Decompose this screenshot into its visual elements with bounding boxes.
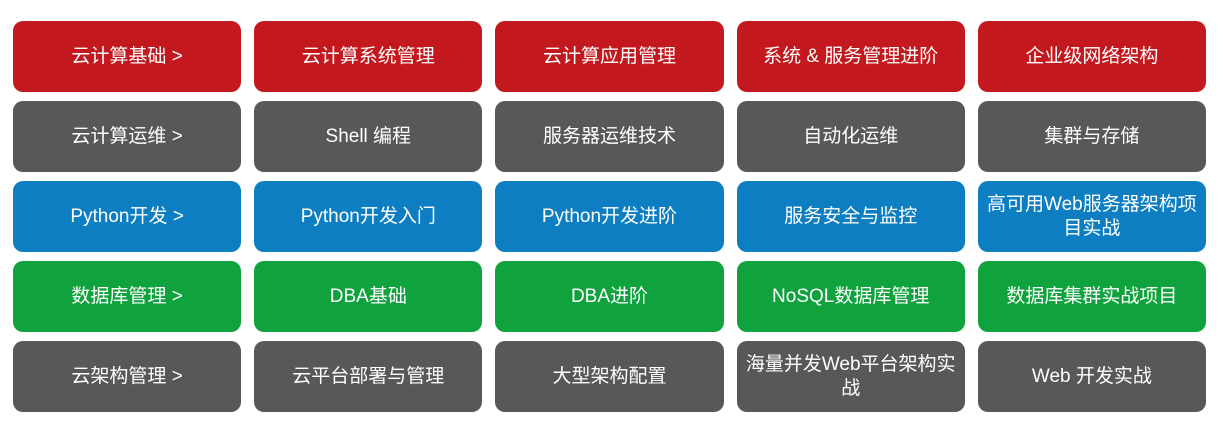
course-grid: 云计算基础 > 云计算系统管理 云计算应用管理 系统 & 服务管理进阶 企业级网… bbox=[13, 21, 1206, 412]
course-cloud-ops-category[interactable]: 云计算运维 > bbox=[13, 101, 242, 172]
course-enterprise-network-arch[interactable]: 企业级网络架构 bbox=[977, 21, 1206, 92]
course-cloud-app-mgmt[interactable]: 云计算应用管理 bbox=[495, 21, 724, 92]
course-web-dev-practice[interactable]: Web 开发实战 bbox=[977, 341, 1206, 412]
course-cluster-storage[interactable]: 集群与存储 bbox=[977, 101, 1206, 172]
course-dba-advanced[interactable]: DBA进阶 bbox=[495, 261, 724, 332]
course-python-category[interactable]: Python开发 > bbox=[13, 181, 242, 252]
course-automation-ops[interactable]: 自动化运维 bbox=[736, 101, 965, 172]
course-dba-basics[interactable]: DBA基础 bbox=[254, 261, 483, 332]
course-database-category[interactable]: 数据库管理 > bbox=[13, 261, 242, 332]
course-ha-web-server-project[interactable]: 高可用Web服务器架构项目实战 bbox=[977, 181, 1206, 252]
course-server-ops-tech[interactable]: 服务器运维技术 bbox=[495, 101, 724, 172]
course-service-security-monitoring[interactable]: 服务安全与监控 bbox=[736, 181, 965, 252]
course-db-cluster-project[interactable]: 数据库集群实战项目 bbox=[977, 261, 1206, 332]
course-system-service-advanced[interactable]: 系统 & 服务管理进阶 bbox=[736, 21, 965, 92]
course-python-intro[interactable]: Python开发入门 bbox=[254, 181, 483, 252]
course-high-concurrency-web-project[interactable]: 海量并发Web平台架构实战 bbox=[736, 341, 965, 412]
course-cloud-platform-deploy[interactable]: 云平台部署与管理 bbox=[254, 341, 483, 412]
course-large-arch-config[interactable]: 大型架构配置 bbox=[495, 341, 724, 412]
course-cloud-system-mgmt[interactable]: 云计算系统管理 bbox=[254, 21, 483, 92]
course-nosql-db-mgmt[interactable]: NoSQL数据库管理 bbox=[736, 261, 965, 332]
course-python-advanced[interactable]: Python开发进阶 bbox=[495, 181, 724, 252]
course-cloud-basics-category[interactable]: 云计算基础 > bbox=[13, 21, 242, 92]
course-shell-programming[interactable]: Shell 编程 bbox=[254, 101, 483, 172]
course-cloud-arch-category[interactable]: 云架构管理 > bbox=[13, 341, 242, 412]
